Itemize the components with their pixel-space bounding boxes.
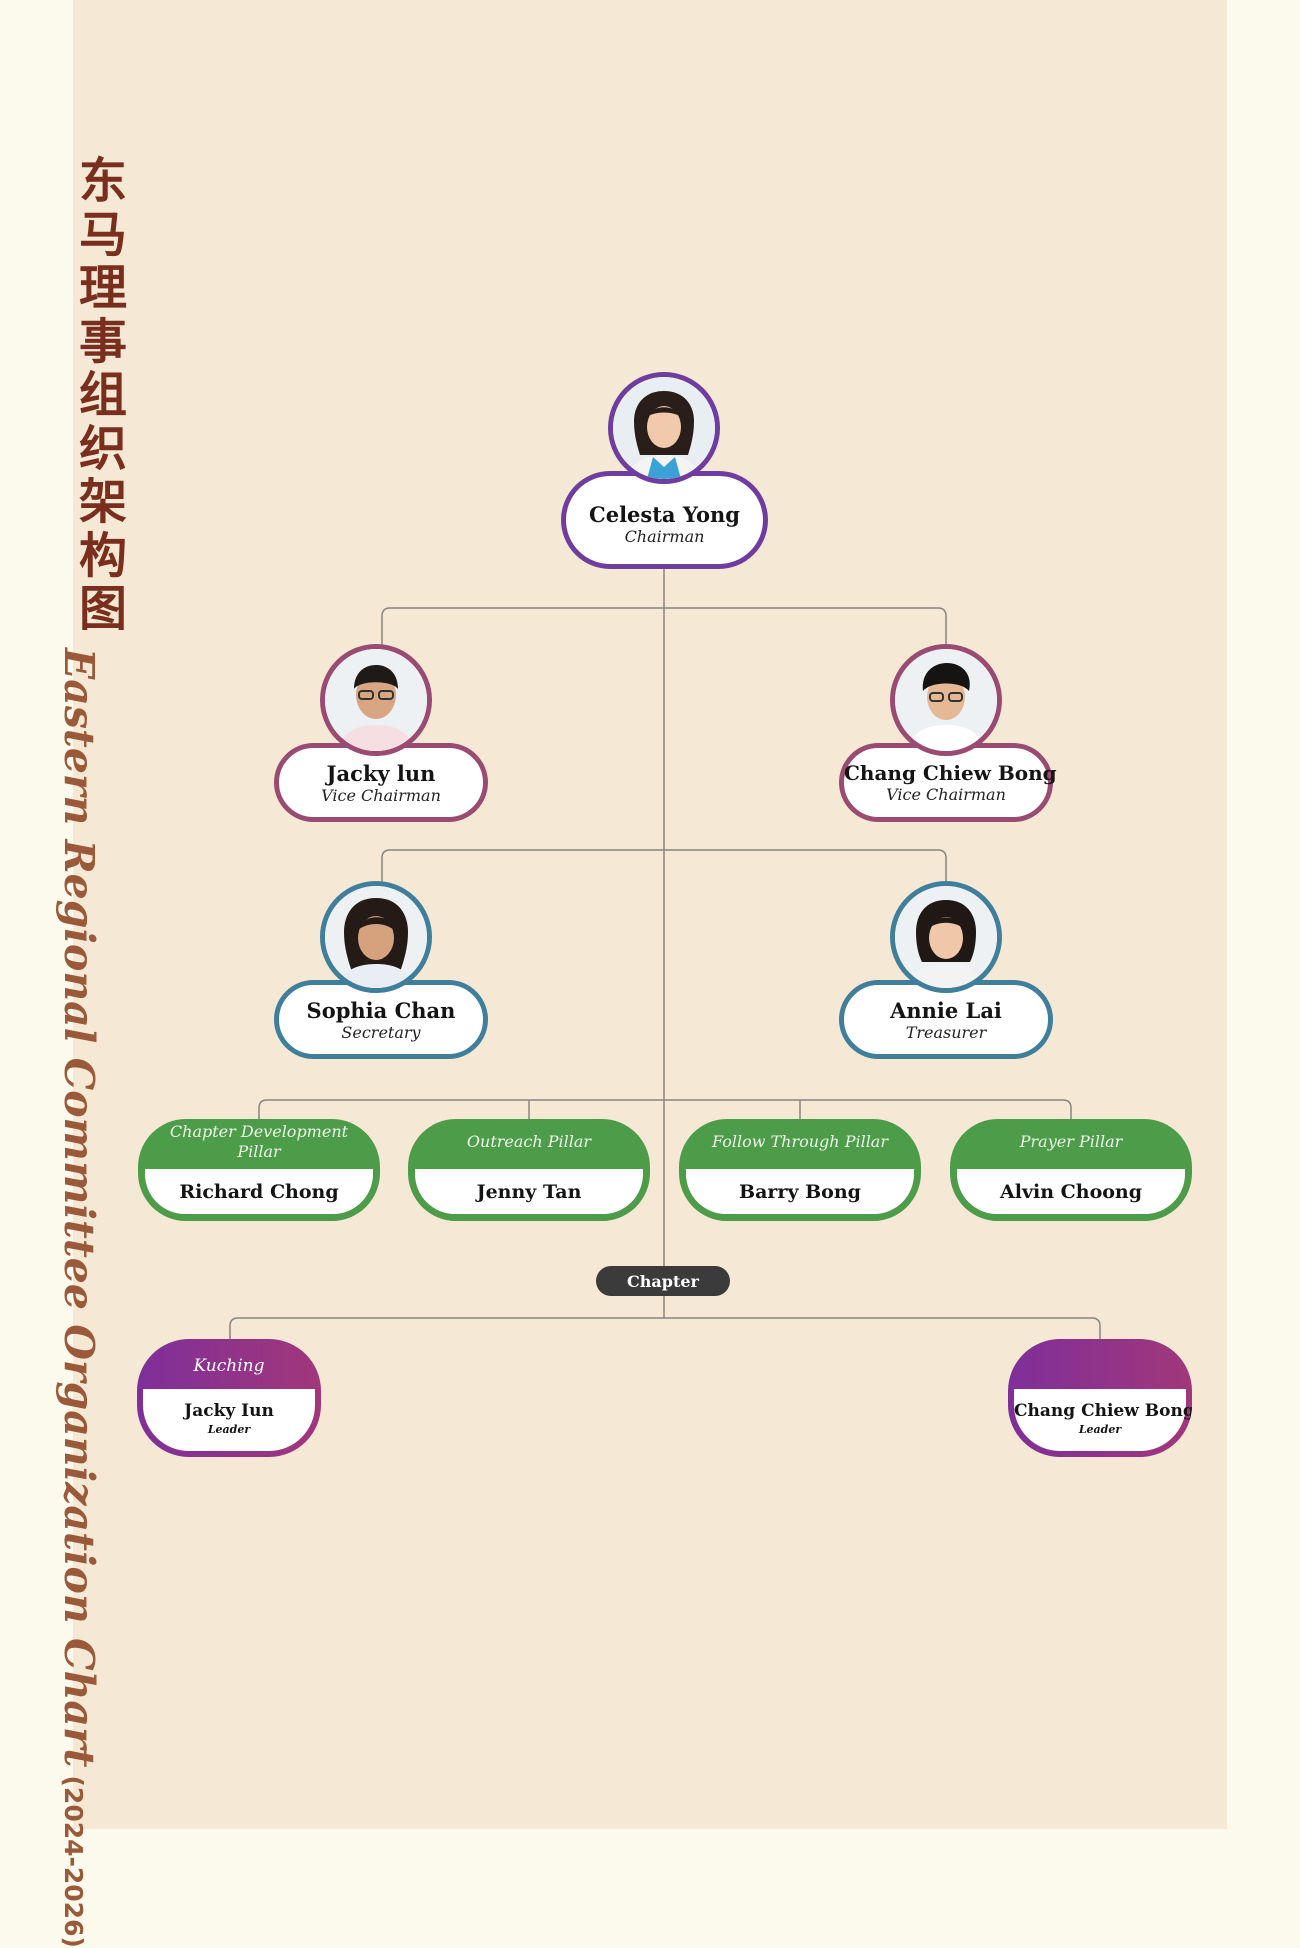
vice-chairman-right-namebox: Chang Chiew Bong Vice Chairman: [839, 743, 1057, 822]
connector-lines: [229, 568, 1101, 1342]
chapter-leader-name: Chang Chiew Bong: [1014, 1401, 1192, 1421]
chapter-second: Chang Chiew Bong Leader: [1008, 1339, 1192, 1457]
portrait-photo-icon: [895, 886, 997, 988]
chapter-label: Chapter: [596, 1266, 730, 1296]
treasurer-role: Treasurer: [905, 1023, 987, 1042]
secretary-name: Sophia Chan: [306, 998, 456, 1023]
pillar-follow-through: Follow Through Pillar Barry Bong: [679, 1119, 921, 1221]
chapter-title: [1008, 1349, 1192, 1383]
vice-chairman-left-photo: [320, 644, 432, 756]
pillar-title: Outreach Pillar: [466, 1132, 592, 1151]
vice-chairman-left-name: Jacky lun: [326, 761, 436, 786]
pillar-title: Prayer Pillar: [1019, 1132, 1123, 1151]
pillar-outreach: Outreach Pillar Jenny Tan: [408, 1119, 650, 1221]
chapter-body: Chang Chiew Bong Leader: [1014, 1389, 1192, 1451]
pillar-leader: Alvin Choong: [957, 1169, 1185, 1214]
treasurer-name: Annie Lai: [890, 998, 1002, 1023]
officer-bracket: [381, 849, 947, 890]
portrait-photo-icon: [613, 377, 715, 479]
chairman-role: Chairman: [624, 527, 705, 546]
vice-chairman-right-role: Vice Chairman: [886, 785, 1006, 804]
vice-chairman-left-namebox: Jacky lun Vice Chairman: [274, 743, 488, 822]
pillar-chapter-development: Chapter Development Pillar Richard Chong: [138, 1119, 380, 1221]
vertical-title: 东马理事组织架构图: [78, 153, 128, 1755]
secretary-namebox: Sophia Chan Secretary: [274, 980, 488, 1059]
treasurer-namebox: Annie Lai Treasurer: [839, 980, 1053, 1059]
chapter-bracket: [229, 1317, 1101, 1342]
secretary-role: Secretary: [341, 1023, 421, 1042]
vice-chairman-right-photo: [890, 644, 1002, 756]
secretary-photo: [320, 881, 432, 993]
chapter-title: Kuching: [193, 1356, 265, 1376]
chairman-namebox: Celesta Yong Chairman: [561, 471, 768, 569]
chinese-title: 东马理事组织架构图: [78, 153, 127, 637]
pillar-leader: Richard Chong: [145, 1169, 373, 1214]
vice-chairman-left-card: Jacky lun Vice Chairman: [274, 644, 488, 822]
chairman-photo: [608, 372, 720, 484]
portrait-photo-icon: [325, 649, 427, 751]
vice-bracket: [381, 607, 947, 652]
chairman-card: Celesta Yong Chairman: [561, 372, 768, 569]
vice-chairman-right-name: Chang Chiew Bong: [844, 761, 1057, 785]
pillar-leader: Barry Bong: [686, 1169, 914, 1214]
secretary-card: Sophia Chan Secretary: [274, 881, 488, 1059]
chapter-kuching: Kuching Jacky Iun Leader: [137, 1339, 321, 1457]
chapter-leader-role: Leader: [1078, 1423, 1122, 1436]
chapter-leader-name: Jacky Iun: [184, 1401, 274, 1421]
chapter-body: Jacky Iun Leader: [143, 1389, 315, 1451]
org-chart-page: [73, 0, 1227, 1829]
pillar-leader: Jenny Tan: [415, 1169, 643, 1214]
pillar-title: Follow Through Pillar: [711, 1132, 888, 1151]
portrait-photo-icon: [895, 649, 997, 751]
pillar-prayer: Prayer Pillar Alvin Choong: [950, 1119, 1192, 1221]
pillar-bracket: [258, 1099, 1072, 1120]
chapter-leader-role: Leader: [207, 1423, 251, 1436]
vice-chairman-left-role: Vice Chairman: [321, 786, 441, 805]
pillar-title: Chapter Development Pillar: [169, 1122, 349, 1161]
treasurer-card: Annie Lai Treasurer: [839, 881, 1053, 1059]
vice-chairman-right-card: Chang Chiew Bong Vice Chairman: [839, 644, 1057, 822]
portrait-photo-icon: [325, 886, 427, 988]
treasurer-photo: [890, 881, 1002, 993]
chairman-name: Celesta Yong: [589, 502, 740, 527]
